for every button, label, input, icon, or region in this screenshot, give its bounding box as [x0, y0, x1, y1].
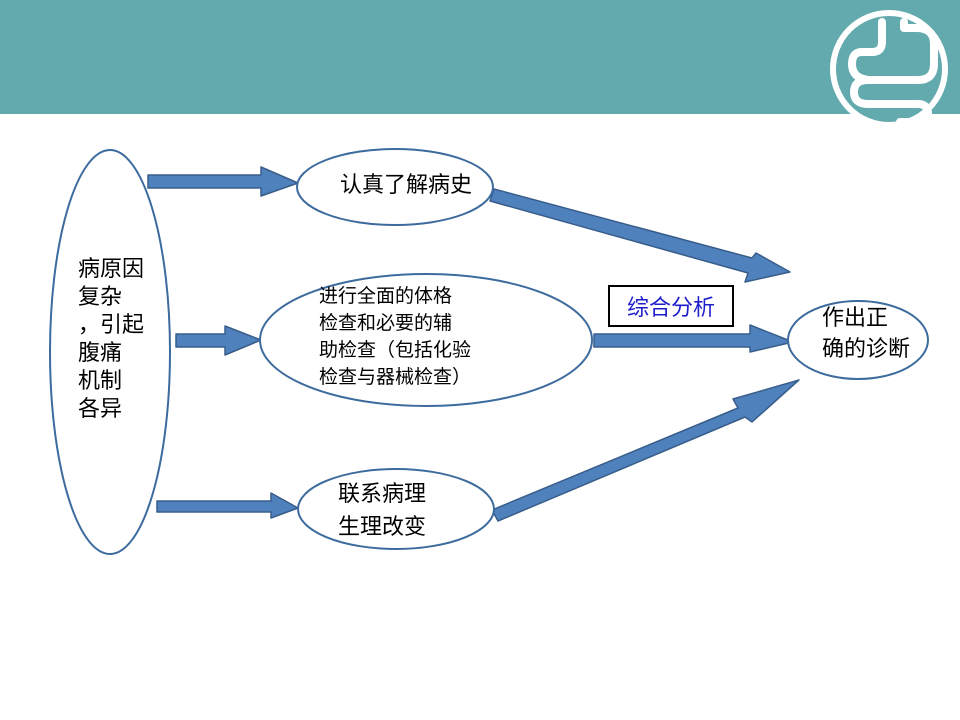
- node-cause-label: 病原因 复杂 ，引起 腹痛 机制 各异: [78, 257, 145, 422]
- arrow-pathophysiology-to-diagnosis: [491, 379, 800, 522]
- arrow-cause-to-pathophysiology: [156, 492, 299, 519]
- analysis-box: 综合分析: [608, 285, 734, 327]
- node-pathophysiology-ellipse: [297, 468, 495, 550]
- header-bar: [0, 0, 960, 114]
- node-history-ellipse: [296, 148, 494, 226]
- node-history-label: 认真了解病史: [340, 173, 473, 198]
- analysis-label: 综合分析: [626, 296, 715, 321]
- stomach-intestine-icon: [830, 10, 948, 128]
- node-diagnosis-ellipse: [787, 300, 929, 380]
- arrow-cause-to-history: [147, 166, 299, 197]
- arrow-cause-to-exam: [175, 325, 262, 356]
- node-exam-ellipse: [259, 273, 593, 407]
- arrow-history-to-diagnosis: [489, 188, 791, 283]
- arrow-exam-to-diagnosis: [593, 324, 794, 353]
- node-exam-label: 进行全面的体格 检查和必要的辅 助检查（包括化验 检查与器械检查）: [319, 285, 472, 388]
- node-pathophysiology-label: 联系病理 生理改变: [338, 482, 427, 540]
- node-diagnosis-label: 作出正 确的诊断: [822, 306, 911, 362]
- node-cause-ellipse: [49, 149, 171, 555]
